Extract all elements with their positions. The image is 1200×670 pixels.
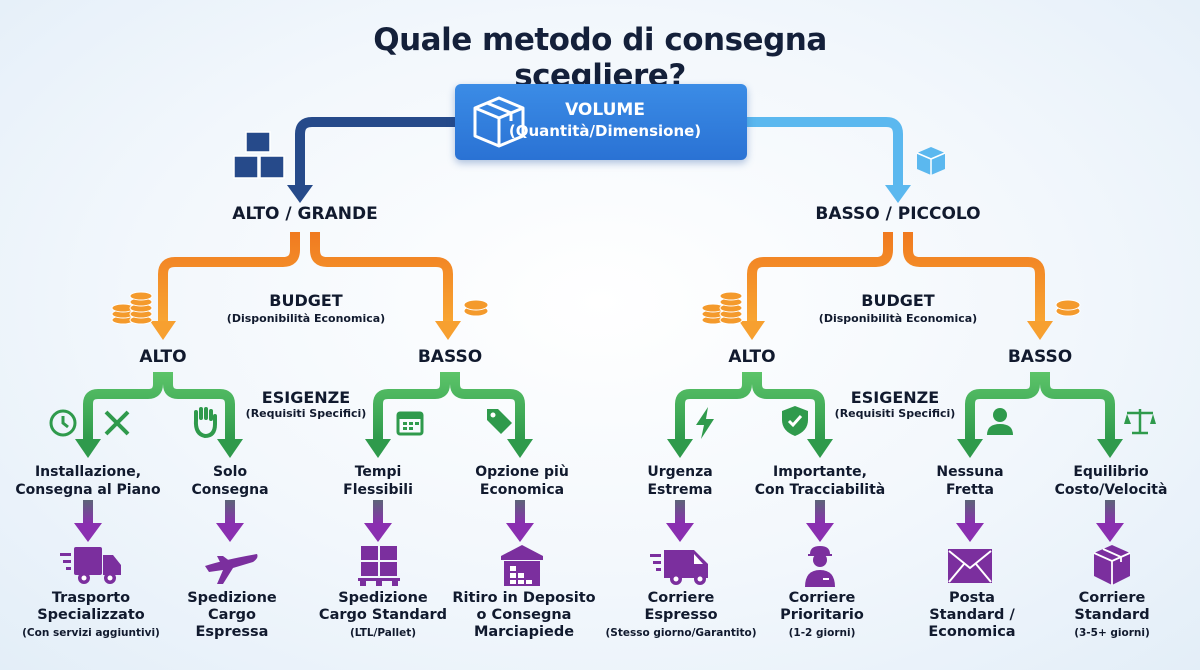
pallet-icon [358,546,400,586]
purple-arrowhead [956,523,984,542]
purple-arrowhead [216,523,244,542]
root-subtitle: (Quantità/Dimensione) [508,122,702,140]
green-arrowhead [507,439,533,458]
green-arrowhead [957,439,983,458]
purple-arrow-shaft [225,500,235,524]
purple-arrow-shaft [815,500,825,524]
need-label: Installazione, Consegna al Piano [15,464,161,498]
purple-arrow-shaft [965,500,975,524]
warehouse-icon [501,545,543,586]
result-label: Corriere Espresso(Stesso giorno/Garantit… [606,590,757,642]
branch-label-high-volume: ALTO / GRANDE [232,204,378,224]
budget-high-label: ALTO [139,347,187,367]
person-icon [987,408,1013,435]
envelope-icon [948,549,992,583]
need-label: Urgenza Estrema [647,464,713,498]
result-note: (Stesso giorno/Garantito) [605,627,757,639]
branch-label-low-volume: BASSO / PICCOLO [815,204,981,224]
green-arrowhead [667,439,693,458]
need-label: Equilibrio Costo/Velocità [1054,464,1168,498]
purple-arrowhead [806,523,834,542]
result-note: (Con servizi aggiuntivi) [22,627,160,639]
need-label: Nessuna Fretta [936,464,1004,498]
purple-arrowhead [364,523,392,542]
purple-arrow-shaft [515,500,525,524]
van-icon [650,550,708,585]
budget-sublabel: (Disponibilità Economica) [226,312,386,325]
root-title: VOLUME [565,100,645,120]
result-label: Spedizione Cargo Espressa [187,590,277,640]
result-label: Trasporto Specializzato(Con servizi aggi… [22,590,160,642]
shield-check-icon [782,406,808,436]
budget-low-label: BASSO [1007,347,1073,367]
green-arrowhead [365,439,391,458]
green-arrowhead [75,439,101,458]
truck-icon [60,547,121,584]
boxes-stack-icon [233,131,285,179]
needs-label: ESIGENZE [261,388,351,407]
result-note: (1-2 giorni) [788,627,856,639]
budget-low-label: BASSO [417,347,483,367]
need-label: Solo Consegna [191,464,269,498]
need-label: Tempi Flessibili [343,464,413,498]
purple-arrowhead [666,523,694,542]
lightning-icon [696,407,714,439]
connector-right [747,117,903,186]
coin-icon [463,299,489,317]
purple-arrowhead [74,523,102,542]
price-tag-icon [487,409,512,434]
need-label: Importante, Con Tracciabilità [754,464,886,498]
airplane-icon [205,554,258,584]
root-node-volume: VOLUME (Quantità/Dimensione) [455,84,747,160]
needs-label: ESIGENZE [850,388,940,407]
coin-icon [1055,299,1081,317]
result-label: Posta Standard / Economica [928,590,1016,640]
needs-sublabel: (Requisiti Specifici) [834,407,956,420]
purple-arrow-shaft [1105,500,1115,524]
green-arrowhead [217,439,243,458]
purple-arrowhead [1096,523,1124,542]
purple-arrow-shaft [83,500,93,524]
coins-stack-icon [111,291,153,325]
need-label: Opzione più Economica [475,464,569,498]
coins-stack-icon [701,291,743,325]
result-note: (3-5+ giorni) [1074,627,1150,639]
scale-balance-icon [1124,409,1156,435]
budget-high-label: ALTO [728,347,776,367]
hand-stop-icon [193,407,217,438]
result-label: Spedizione Cargo Standard(LTL/Pallet) [319,590,447,642]
tools-icon [104,410,130,436]
purple-arrowhead [506,523,534,542]
purple-arrow-shaft [373,500,383,524]
calendar-icon [396,411,424,436]
courier-icon [805,546,835,587]
result-note: (LTL/Pallet) [349,627,417,639]
result-label: Ritiro in Deposito o Consegna Marciapied… [452,590,596,640]
box-icon [1093,545,1131,585]
budget-sublabel: (Disponibilità Economica) [818,312,978,325]
connector-left [295,117,455,186]
small-box-icon [916,147,946,175]
budget-label: BUDGET [861,291,935,310]
result-label: Corriere Prioritario(1-2 giorni) [780,590,864,642]
package-icon [473,96,525,148]
budget-label: BUDGET [269,291,343,310]
green-arrowhead [807,439,833,458]
green-arrowhead [1097,439,1123,458]
needs-sublabel: (Requisiti Specifici) [245,407,367,420]
purple-arrow-shaft [675,500,685,524]
clock-icon [49,409,77,437]
result-label: Corriere Standard(3-5+ giorni) [1074,590,1150,642]
